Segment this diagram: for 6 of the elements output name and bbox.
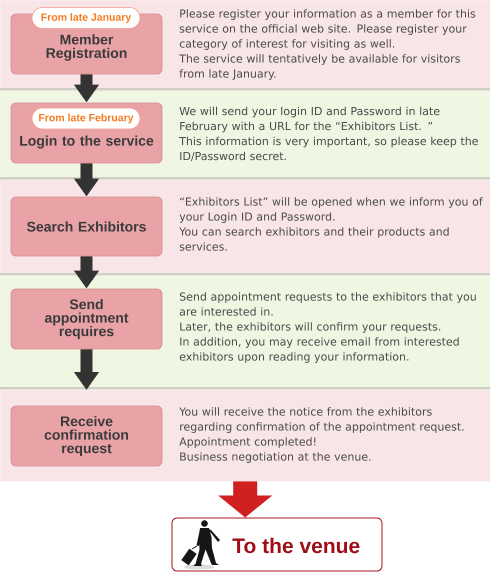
step-box: Search Exhibitors xyxy=(10,196,162,256)
date-tag: From late February xyxy=(32,108,140,130)
step-box: Send appointment requires xyxy=(10,288,162,350)
step-box: Receive confirmation request xyxy=(10,406,162,466)
date-tag: From late January xyxy=(32,7,140,29)
venue-box: To the venue xyxy=(172,518,382,572)
